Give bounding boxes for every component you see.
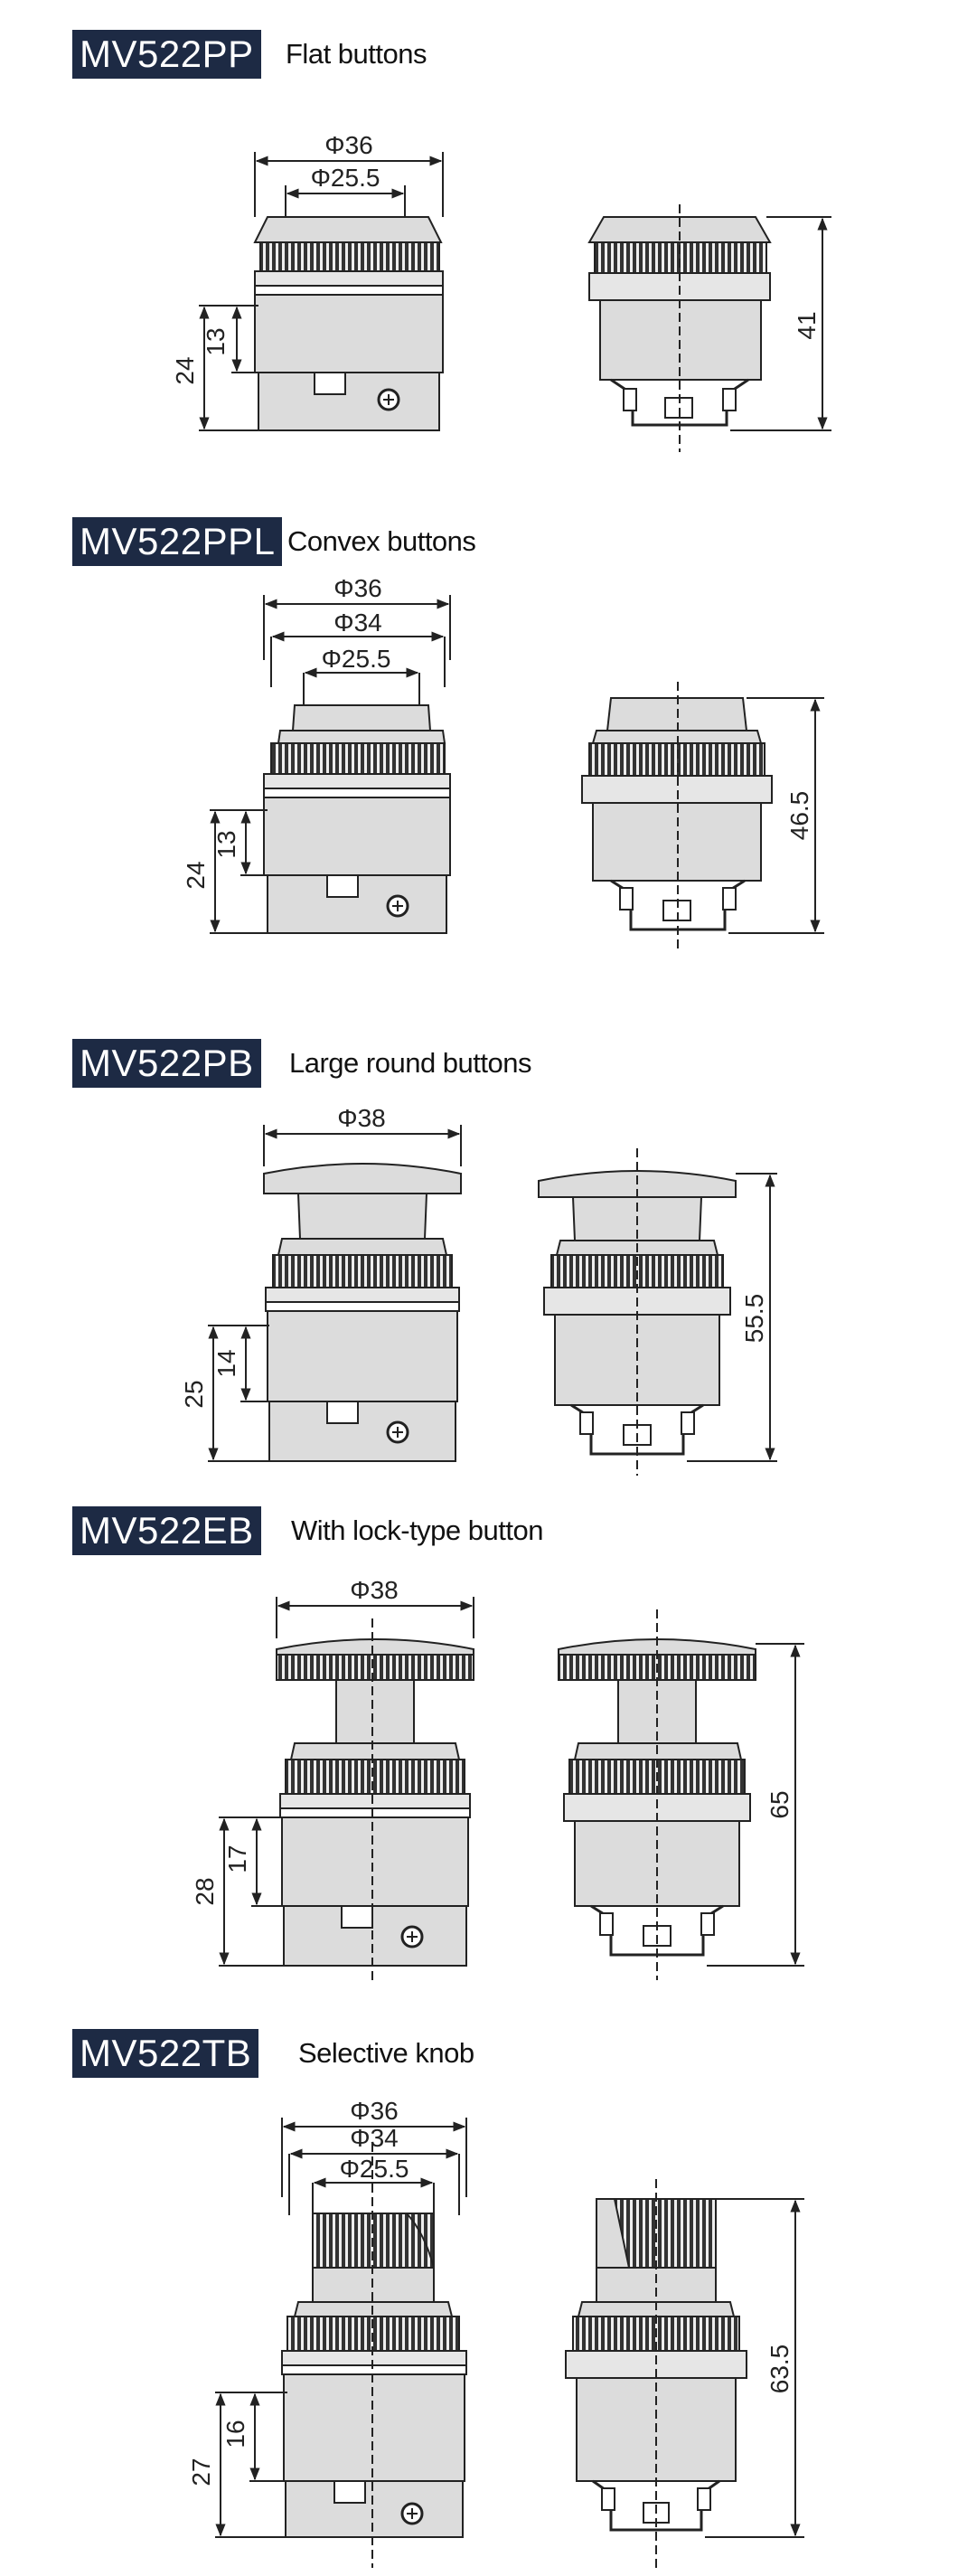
dim-h-small: 17 (223, 1845, 251, 1873)
dim-h-small: 14 (212, 1349, 240, 1377)
side-view: 46.5 (581, 682, 824, 951)
dim-d1: Φ38 (337, 1104, 385, 1132)
dim-h-total: 46.5 (785, 791, 813, 841)
dim-d1: Φ36 (350, 2097, 398, 2125)
dim-h-small: 13 (202, 327, 230, 355)
model-tag: MV522PB (72, 1039, 261, 1088)
dim-h-total: 65 (765, 1790, 794, 1818)
dimension-drawing: Φ38 14 25 (180, 1104, 777, 1476)
model-tag: MV522EB (72, 1506, 261, 1555)
dim-d1: Φ36 (324, 131, 372, 159)
dim-d3: Φ25.5 (340, 2155, 409, 2183)
dim-h-base: 24 (182, 861, 210, 889)
front-view: Φ38 14 25 (180, 1104, 462, 1462)
dim-h-total: 41 (793, 311, 821, 339)
model-description: With lock-type button (291, 1514, 543, 1546)
model-description: Selective knob (298, 2037, 474, 2069)
front-view: Φ36 Φ34 Φ25.5 13 24 (182, 574, 451, 934)
dim-h-base: 27 (187, 2458, 215, 2486)
model-description: Convex buttons (287, 525, 476, 557)
model-tag: MV522PPL (72, 517, 283, 566)
dim-h-total: 55.5 (740, 1294, 768, 1344)
front-view: Φ36 Φ25.5 13 24 (171, 131, 444, 431)
dim-h-small: 13 (212, 830, 240, 858)
front-view: Φ36 Φ34 Φ25.5 (187, 2097, 467, 2568)
model-tag: MV522TB (72, 2029, 259, 2078)
dim-d3: Φ25.5 (322, 645, 391, 673)
dim-h-small: 16 (221, 2420, 249, 2448)
dim-h-base: 28 (191, 1877, 219, 1905)
side-view: 63.5 (565, 2179, 804, 2568)
front-view: Φ38 17 28 (191, 1576, 474, 1980)
side-view: 55.5 (538, 1148, 777, 1476)
dim-d1: Φ36 (333, 574, 381, 602)
side-view: 65 (558, 1609, 804, 1980)
dim-d2: Φ25.5 (311, 164, 380, 192)
dim-h-total: 63.5 (765, 2345, 794, 2394)
dimension-drawing: Φ38 17 28 (191, 1576, 804, 1980)
dimension-drawing: Φ36 Φ34 Φ25.5 13 24 (182, 574, 824, 951)
dim-h-base: 24 (171, 356, 199, 384)
side-view: 41 (587, 204, 831, 452)
dimension-drawing: Φ36 Φ25.5 13 24 (171, 131, 831, 452)
dimension-drawing: Φ36 Φ34 Φ25.5 (187, 2097, 804, 2568)
model-tag: MV522PP (72, 30, 261, 79)
dim-d2: Φ34 (350, 2124, 398, 2152)
model-description: Flat buttons (286, 38, 427, 70)
model-description: Large round buttons (289, 1047, 532, 1079)
dim-d1: Φ38 (350, 1576, 398, 1604)
dim-h-base: 25 (180, 1380, 208, 1408)
dim-d2: Φ34 (333, 609, 381, 637)
